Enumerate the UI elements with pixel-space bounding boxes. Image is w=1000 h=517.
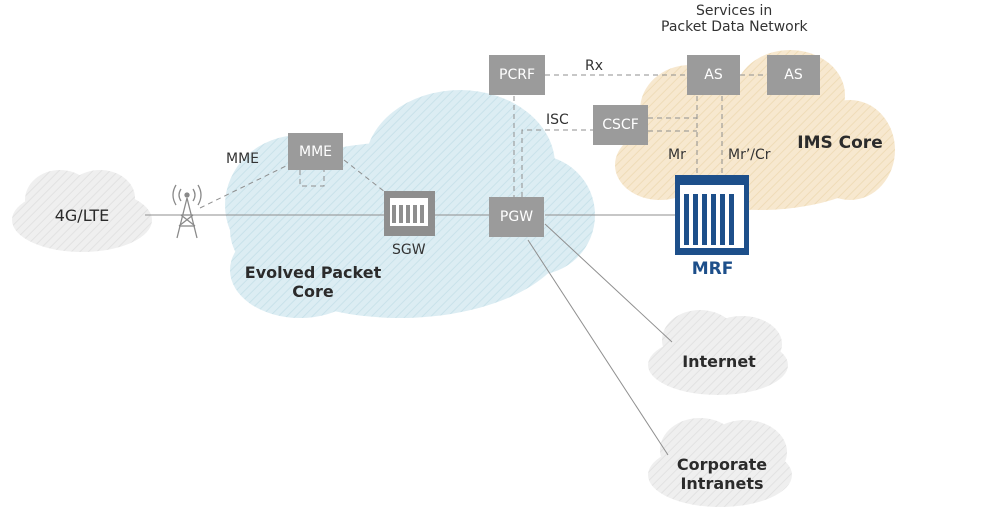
corporate-label-line1: Corporate xyxy=(676,455,768,474)
internet-cloud xyxy=(648,310,788,395)
ims-cloud xyxy=(615,50,895,210)
corporate-label-line2: Intranets xyxy=(680,474,764,493)
isc-label: ISC xyxy=(546,112,569,128)
mr-cr-label: Mr’/Cr xyxy=(728,147,771,163)
internet-label: Internet xyxy=(682,352,756,371)
rx-label: Rx xyxy=(585,58,604,74)
dashed-links xyxy=(199,74,767,209)
solid-links xyxy=(145,214,675,456)
as-box-1[interactable]: AS xyxy=(687,55,740,95)
epc-label-line1: Evolved Packet xyxy=(244,263,382,282)
sgw-device-icon xyxy=(384,191,435,236)
mrf-label: MRF xyxy=(691,259,734,279)
pgw-box[interactable]: PGW xyxy=(489,197,544,237)
antenna-tower-icon xyxy=(172,184,202,239)
mme-link-label: MME xyxy=(226,151,260,167)
mr-label: Mr xyxy=(668,147,686,163)
lte-cloud xyxy=(12,170,152,252)
lte-label: 4G/LTE xyxy=(54,206,110,225)
as-box-2[interactable]: AS xyxy=(767,55,820,95)
sgw-label: SGW xyxy=(392,242,426,258)
services-title-line1: Services in xyxy=(696,3,773,19)
ims-core-label: IMS Core xyxy=(797,133,883,153)
mme-box[interactable]: MME xyxy=(288,133,343,170)
corporate-cloud xyxy=(648,418,792,507)
epc-label-line2: Core xyxy=(292,282,334,301)
services-title-line2: Packet Data Network xyxy=(661,19,808,35)
pcrf-box[interactable]: PCRF xyxy=(489,55,545,95)
mrf-device-icon xyxy=(675,175,749,255)
cscf-box[interactable]: CSCF xyxy=(593,105,648,145)
